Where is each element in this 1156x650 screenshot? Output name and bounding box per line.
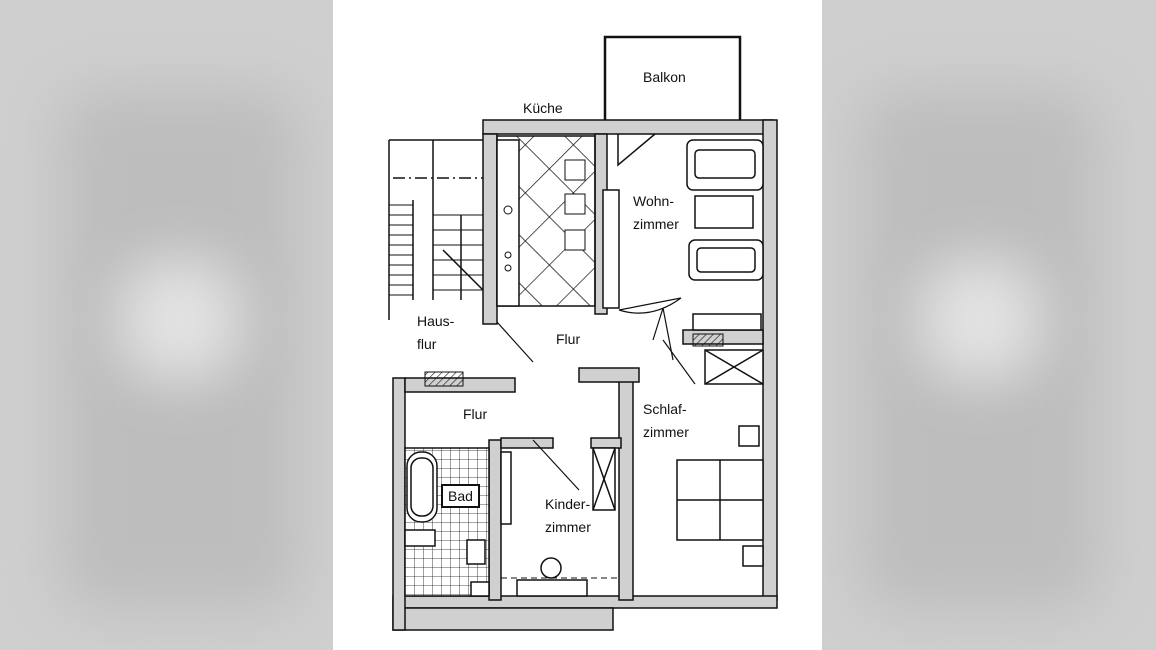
room-label-wohnzimmer: Wohn- zimmer	[633, 190, 679, 236]
room-label-schlafzimmer-line2: zimmer	[643, 424, 689, 440]
room-label-hausflur-line1: Haus-	[417, 313, 455, 329]
room-label-schlafzimmer-line1: Schlaf-	[643, 401, 687, 417]
floor-plan: Balkon Küche Wohn- zimmer Haus- flur Flu…	[333, 0, 822, 650]
room-label-bad: Bad	[441, 484, 480, 508]
wohnzimmer-furniture	[602, 133, 764, 331]
room-label-schlafzimmer: Schlaf- zimmer	[643, 398, 689, 444]
balkon-outline	[603, 35, 742, 123]
room-label-wohnzimmer-line1: Wohn-	[633, 193, 674, 209]
room-label-flur-main: Flur	[556, 331, 581, 347]
room-label-wohnzimmer-line2: zimmer	[633, 216, 679, 232]
room-label-kinderzimmer-line1: Kinder-	[545, 496, 591, 512]
stairwell	[388, 139, 484, 320]
kitchen-counter	[496, 139, 520, 307]
room-label-kueche: Küche	[523, 100, 563, 116]
floor-plan-drawing	[388, 35, 778, 631]
room-label-hausflur-line2: flur	[417, 336, 437, 352]
room-label-flur-lower: Flur	[463, 406, 488, 422]
kinderzimmer-furniture	[500, 447, 616, 597]
room-label-balkon: Balkon	[643, 69, 686, 85]
room-label-kinderzimmer-line2: zimmer	[545, 519, 591, 535]
room-label-kinderzimmer: Kinder- zimmer	[545, 493, 591, 539]
room-label-hausflur: Haus- flur	[417, 310, 454, 356]
schlafzimmer-furniture	[676, 349, 764, 567]
